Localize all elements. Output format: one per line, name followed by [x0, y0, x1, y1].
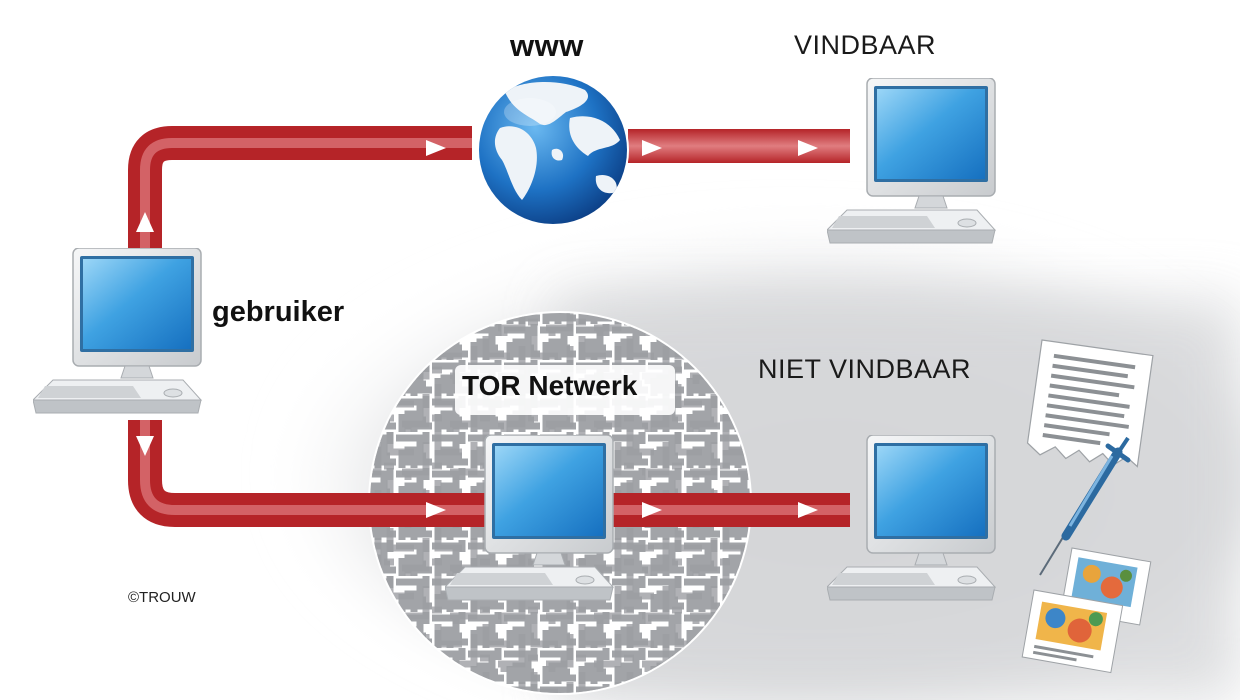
user-label: gebruiker: [212, 296, 345, 328]
findable-label: VINDBAAR: [794, 30, 937, 60]
user-computer-icon: [33, 248, 202, 414]
photo-icon: [1021, 547, 1152, 674]
syringe-icon: [1039, 436, 1131, 576]
globe-icon: [477, 74, 629, 226]
copyright-credit: ©TROUW: [128, 589, 196, 606]
document-icon: [1026, 339, 1154, 468]
tor-network-label: TOR Netwerk: [462, 370, 638, 401]
connection-pipes: [128, 126, 850, 527]
arrow-icon: [136, 140, 818, 518]
www-label: www: [510, 28, 584, 63]
not-findable-label: NIET VINDBAAR: [758, 354, 972, 384]
findable-computer-icon: [827, 78, 996, 244]
